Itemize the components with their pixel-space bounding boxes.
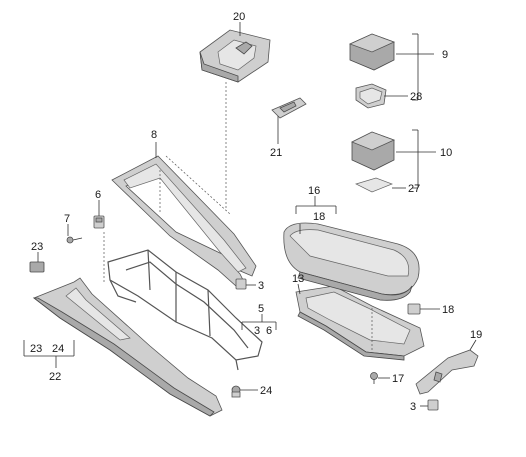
label-part-22: 22	[49, 371, 61, 383]
part-28-tray	[355, 83, 387, 109]
label-part-6: 6	[95, 189, 101, 201]
label-part-8: 8	[151, 129, 157, 141]
label-part-3-mid: 3	[258, 280, 264, 292]
part-18-clip-right	[407, 303, 421, 315]
label-part-9: 9	[442, 49, 448, 61]
part-23-clip-left	[29, 261, 45, 273]
label-part-22-sub-23: 23	[30, 343, 42, 355]
label-part-13: 13	[292, 273, 304, 285]
part-7-screw	[66, 236, 83, 244]
part-3-clip-bottom	[427, 399, 439, 411]
label-part-5: 5	[258, 303, 264, 315]
label-part-24: 24	[260, 385, 272, 397]
label-part-18-top: 18	[313, 211, 325, 223]
label-part-5-sub-3: 3	[254, 325, 260, 337]
label-part-5-sub-6: 6	[266, 325, 272, 337]
part-19-bracket	[415, 349, 479, 395]
part-10-cupholder	[351, 131, 396, 171]
part-9-insert	[348, 33, 396, 71]
part-22-side-panel	[32, 277, 223, 417]
label-part-10: 10	[440, 147, 452, 159]
part-20-shift-cover	[199, 29, 271, 83]
part-6-clip	[93, 215, 105, 229]
label-part-3-bottom: 3	[410, 401, 416, 413]
label-part-27: 27	[408, 183, 420, 195]
label-part-19: 19	[470, 329, 482, 341]
leader-lines	[23, 22, 477, 407]
part-24-clip-bottom	[231, 385, 241, 398]
label-part-23: 23	[31, 241, 43, 253]
label-part-7: 7	[64, 213, 70, 225]
part-27-mat	[355, 177, 393, 193]
label-part-22-sub-24: 24	[52, 343, 64, 355]
part-17-screw	[370, 372, 378, 384]
console-frame-bracket	[107, 249, 263, 371]
label-part-20: 20	[233, 11, 245, 23]
part-3-clip-mid	[235, 278, 247, 290]
part-21-clip	[271, 97, 307, 119]
label-part-16: 16	[308, 185, 320, 197]
label-part-17: 17	[392, 373, 404, 385]
label-part-21: 21	[270, 147, 282, 159]
part-16-armrest	[283, 222, 420, 301]
part-8-trim-frame	[111, 155, 257, 287]
label-part-18-right: 18	[442, 304, 454, 316]
label-part-28: 28	[410, 91, 422, 103]
part-13-console-base	[295, 285, 425, 361]
